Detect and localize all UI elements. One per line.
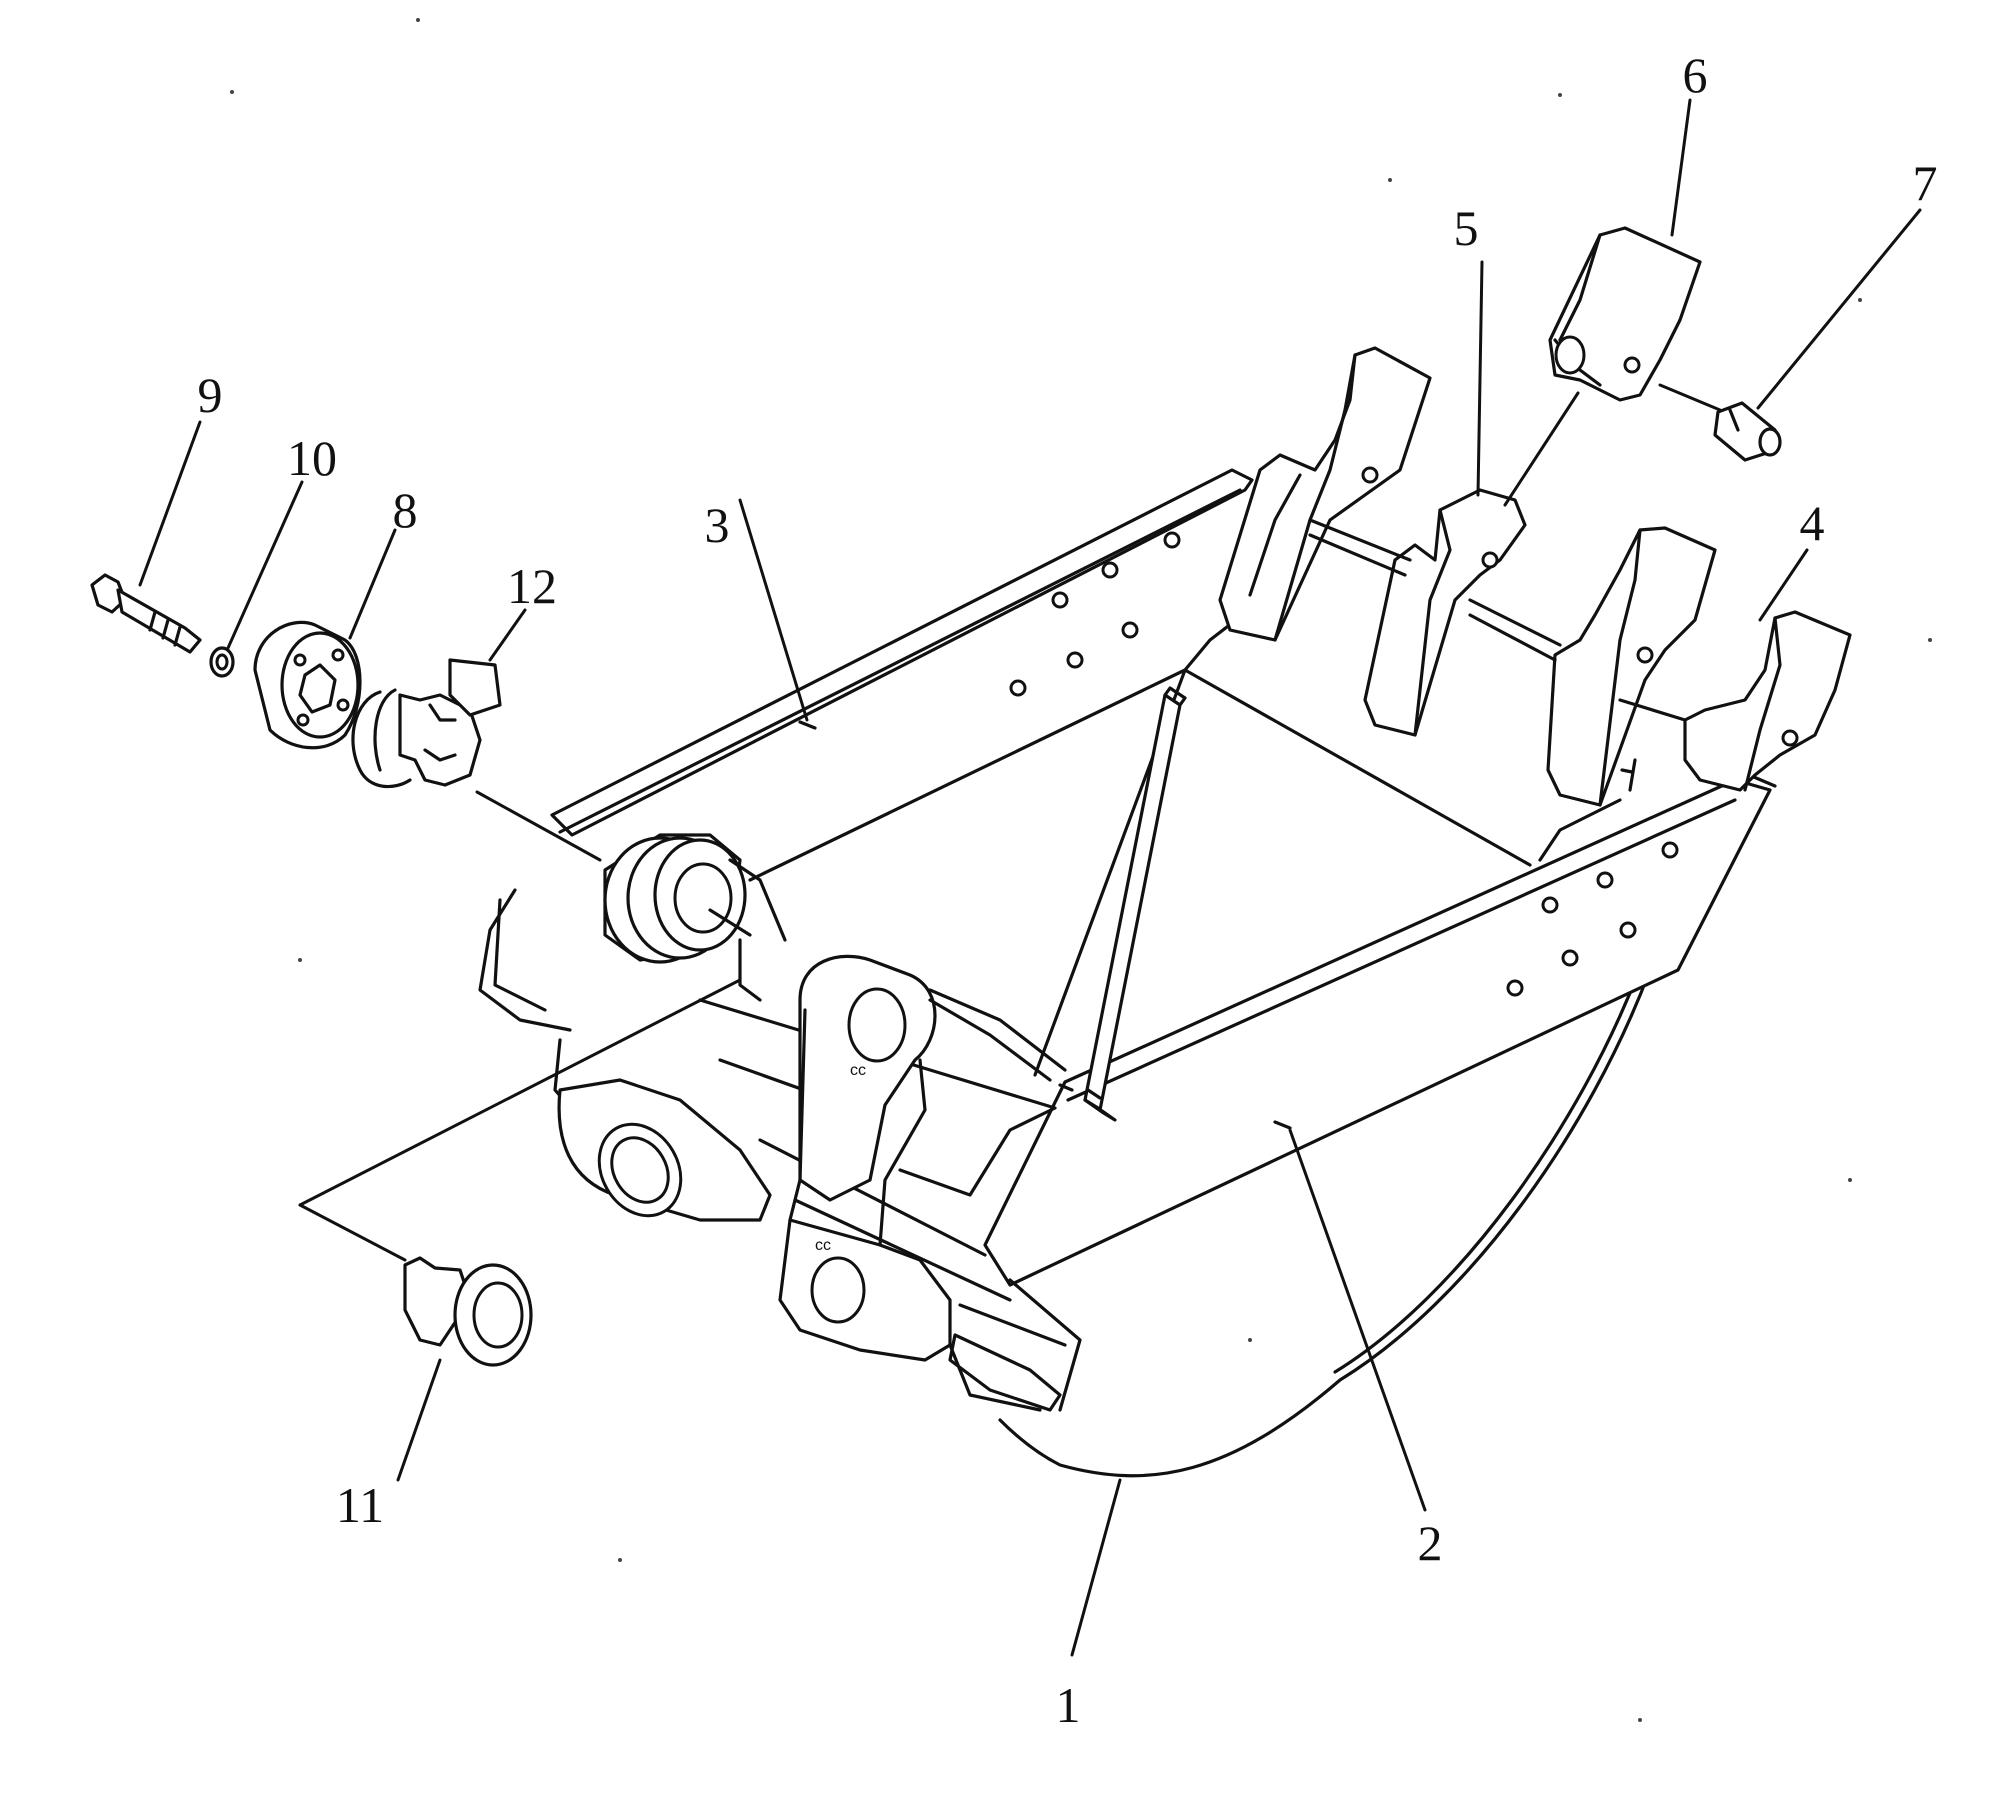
shim-part-12 (351, 658, 502, 789)
callout-2: 2 (1418, 1515, 1443, 1571)
tooth-point-part-6 (1548, 226, 1702, 402)
callout-11: 11 (336, 1477, 384, 1533)
bucket-teeth (1218, 346, 1852, 807)
callout-8: 8 (393, 482, 418, 538)
tooth-pin-part-7 (1713, 401, 1782, 462)
plate-part-8 (253, 620, 362, 750)
callout-7: 7 (1913, 155, 1938, 211)
callout-5: 5 (1454, 200, 1479, 256)
bolt-part-9 (90, 573, 202, 654)
washer-part-10 (209, 646, 235, 678)
callout-6: 6 (1683, 47, 1708, 103)
bucket-body: cc cc (478, 468, 1777, 1478)
assembly-lines (298, 383, 1722, 1262)
leader-lines (138, 98, 1922, 1657)
callout-4: 4 (1800, 495, 1825, 551)
svg-text:cc: cc (850, 1062, 866, 1079)
callout-9: 9 (198, 367, 223, 423)
callout-12: 12 (507, 558, 557, 614)
callout-10: 10 (287, 430, 337, 486)
svg-text:cc: cc (815, 1237, 831, 1254)
callout-numbers: 1 2 3 4 5 6 7 8 9 10 11 12 (198, 47, 1938, 1733)
bushing-part-11 (403, 1256, 533, 1367)
callout-3: 3 (705, 497, 730, 553)
callout-1: 1 (1056, 1677, 1081, 1733)
